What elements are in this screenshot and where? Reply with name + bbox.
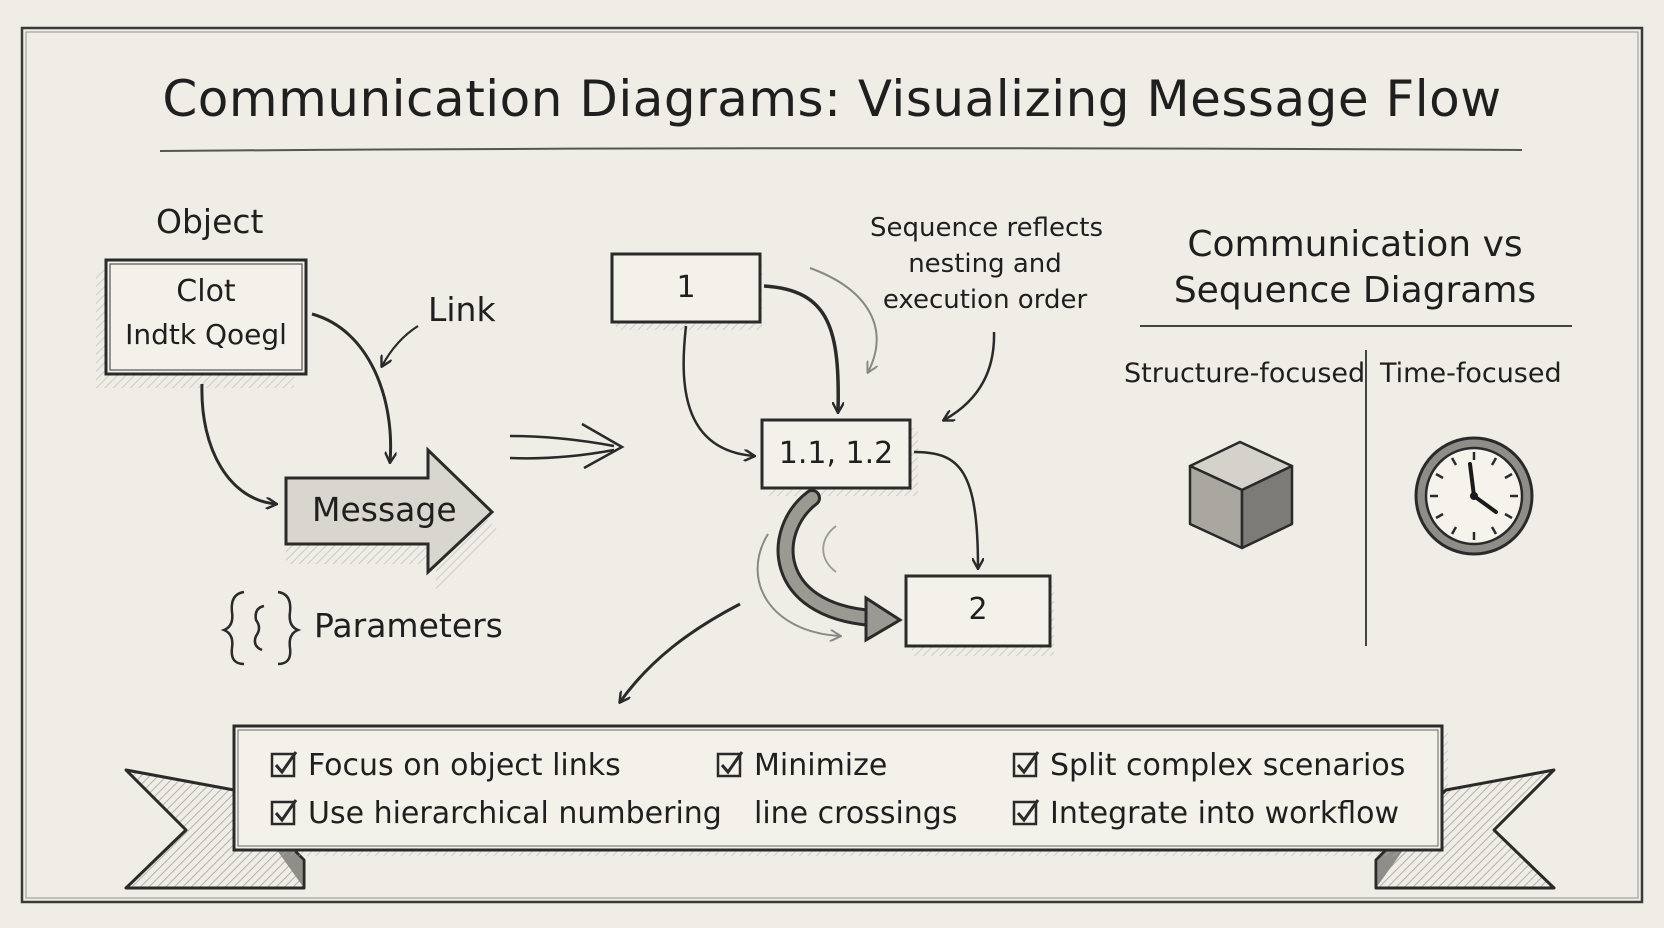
box-2-label: 2 (968, 592, 988, 627)
link-pointer-arrow (382, 325, 419, 366)
sequence-box-1 (610, 252, 762, 330)
link-label: Link (428, 290, 496, 329)
faint-arc-left (756, 533, 840, 636)
sequence-note-line3: execution order (882, 285, 1088, 315)
arrow-1-1-to-2 (913, 450, 978, 568)
time-focused-label: Time-focused (1380, 358, 1562, 389)
tip-line-crossings: line crossings (754, 796, 958, 831)
faint-arc-top (809, 267, 877, 372)
tip-minimize: Minimize (716, 748, 887, 783)
cube-icon (1188, 440, 1294, 550)
sequence-note-line1: Sequence reflects (870, 213, 1104, 243)
tip-text: Split complex scenarios (1050, 748, 1406, 783)
comparison-heading-line1: Communication vs (1187, 224, 1523, 265)
tip-text: Focus on object links (308, 748, 621, 783)
page-frame (20, 26, 1644, 904)
checkbox-icon (270, 750, 298, 778)
object-caption: Object (156, 202, 264, 241)
object-box-line2: Indtk Qoegl (125, 318, 287, 351)
note-pointer-arrow (944, 331, 996, 420)
object-box (96, 258, 308, 388)
transition-arrow (509, 422, 625, 470)
big-curved-arrow (776, 489, 903, 643)
tip-split-scenarios: Split complex scenarios (1012, 748, 1405, 783)
box-1-1-label: 1.1, 1.2 (778, 436, 894, 471)
checkbox-icon (270, 798, 298, 826)
arrow-1-to-1-1-left (682, 325, 754, 456)
checkbox-icon (716, 750, 744, 778)
sequence-note: Sequence reflects nesting and execution … (870, 210, 1104, 318)
object-to-message-arrow (200, 383, 276, 504)
arrow-1-to-1-1-right (763, 284, 838, 412)
checkbox-icon (1012, 798, 1040, 826)
tip-text: Use hierarchical numbering (308, 796, 722, 831)
structure-focused-label: Structure-focused (1124, 358, 1366, 389)
box-1-label: 1 (676, 270, 696, 305)
parameters-brace (220, 590, 302, 666)
tip-integrate-workflow: Integrate into workflow (1012, 796, 1399, 831)
tip-text: Integrate into workflow (1050, 796, 1399, 831)
tip-focus-links: Focus on object links (270, 748, 621, 783)
sequence-note-line2: nesting and (908, 249, 1062, 279)
message-label: Message (312, 490, 457, 529)
clock-icon (1414, 436, 1534, 556)
parameters-label: Parameters (314, 606, 503, 645)
tip-text: Minimize (754, 748, 888, 783)
comparison-heading-line2: Sequence Diagrams (1173, 270, 1537, 311)
title-underline (159, 147, 1523, 152)
sequence-box-1-1 (760, 418, 918, 496)
tip-hierarchical-numbering: Use hierarchical numbering (270, 796, 722, 831)
sequence-box-2 (904, 574, 1054, 656)
checkbox-icon (1012, 750, 1040, 778)
link-arrow (311, 312, 391, 462)
down-left-arrow (620, 602, 741, 702)
object-box-line1: Clot (176, 274, 236, 309)
message-arrow-shape (284, 446, 500, 594)
faint-arc-inner (822, 525, 837, 573)
page-title: Communication Diagrams: Visualizing Mess… (162, 70, 1502, 128)
comparison-heading: Communication vs Sequence Diagrams (1150, 222, 1560, 314)
tips-banner (124, 724, 1556, 890)
